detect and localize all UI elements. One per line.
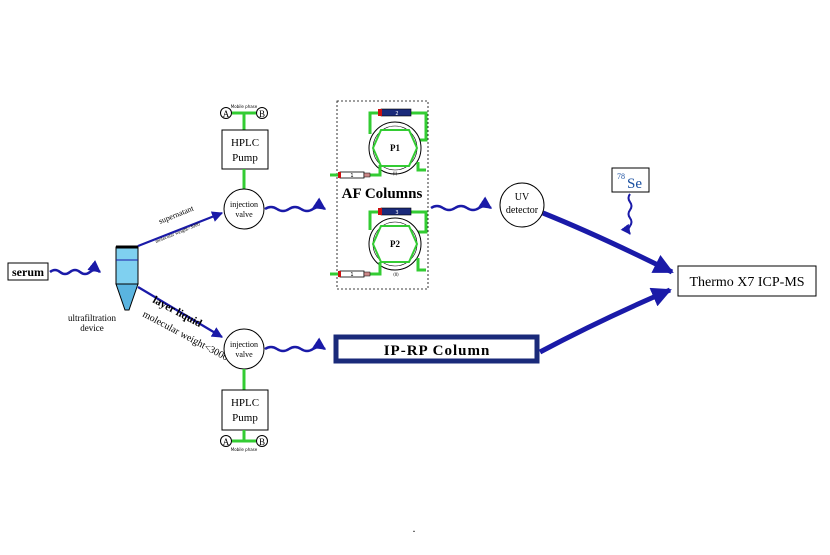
column-3-label: 3	[395, 210, 398, 216]
column-4-label: 1	[350, 272, 353, 278]
top-solvent-inlet: A B Mobile phase	[220, 104, 268, 130]
p2-assembly: 3 P2 (II) 1	[330, 207, 428, 278]
top-valve-label: valve	[235, 210, 253, 219]
bottom-valve-label: valve	[235, 350, 253, 359]
stray-mark: .	[413, 521, 416, 535]
top-solvent-b: B	[259, 109, 265, 119]
valve-to-iprp-arrow	[264, 337, 327, 353]
ultrafiltration-label: ultrafiltration	[68, 313, 116, 323]
detector-label: detector	[506, 205, 539, 216]
serum-label: serum	[12, 265, 44, 279]
column-4-end	[338, 271, 341, 277]
iprp-label: IP-RP Column	[384, 343, 491, 359]
ultrafiltration-device	[115, 245, 139, 311]
bottom-solvent-b: B	[259, 437, 265, 447]
icpms-label: Thermo X7 ICP-MS	[689, 275, 804, 290]
se-to-icpms-arrow	[620, 193, 633, 235]
top-mobile-phase-label: Mobile phase	[231, 104, 258, 109]
bottom-solvent-inlet: A B Mobile phase	[220, 430, 268, 452]
column-3-end	[378, 208, 382, 215]
column-2-end	[378, 109, 382, 116]
af-columns-label: AF Columns	[342, 186, 423, 202]
supernatant-mw-label: molecular weight>3000	[155, 222, 202, 245]
top-pump-label: Pump	[232, 152, 258, 164]
column-1-end	[338, 172, 341, 178]
af-to-uv-arrow	[430, 196, 493, 212]
top-hplc-pump: HPLC Pump	[221, 129, 269, 170]
se-isotope-box: 78 Se	[611, 167, 650, 193]
af-columns-box	[336, 100, 429, 290]
top-hplc-label: HPLC	[231, 137, 259, 149]
bottom-injection-valve: injection valve	[223, 328, 265, 370]
se-mass-number: 78	[617, 172, 625, 181]
device-label: device	[80, 323, 103, 333]
p1-assembly: 2 P1 (I) 1	[330, 108, 428, 179]
top-solvent-a: A	[223, 109, 230, 119]
supernatant-label: supernatant	[157, 203, 195, 225]
bottom-hplc-label: HPLC	[231, 397, 259, 409]
column-1-label: 1	[350, 173, 353, 179]
bottom-injection-label: injection	[230, 340, 258, 349]
p2-label: P2	[390, 239, 400, 249]
icpms-box: Thermo X7 ICP-MS	[677, 265, 817, 297]
uv-to-icpms-arrow	[542, 210, 674, 275]
column-2-label: 2	[395, 111, 398, 117]
bottom-solvent-a: A	[223, 437, 230, 447]
p1-label: P1	[390, 143, 400, 153]
supernatant-arrow	[137, 211, 224, 248]
se-symbol: Se	[627, 176, 642, 192]
bottom-pump-label: Pump	[232, 412, 258, 424]
iprp-column: IP-RP Column	[333, 334, 540, 364]
top-injection-label: injection	[230, 200, 258, 209]
bottom-hplc-pump: HPLC Pump	[221, 389, 269, 431]
bottom-mobile-phase-label: Mobile phase	[231, 447, 258, 452]
layer-liquid-arrow	[137, 286, 223, 338]
uv-label: UV	[515, 192, 530, 203]
serum-to-device-arrow	[49, 260, 101, 276]
serum-box: serum	[7, 262, 49, 281]
valve-to-af-arrow	[264, 197, 327, 213]
top-injection-valve: injection valve	[223, 188, 265, 230]
column-i-label: (I)	[393, 171, 398, 176]
column-ii-label: (II)	[393, 272, 399, 277]
iprp-to-icpms-arrow	[538, 287, 672, 355]
uv-detector: UV detector	[499, 182, 545, 228]
